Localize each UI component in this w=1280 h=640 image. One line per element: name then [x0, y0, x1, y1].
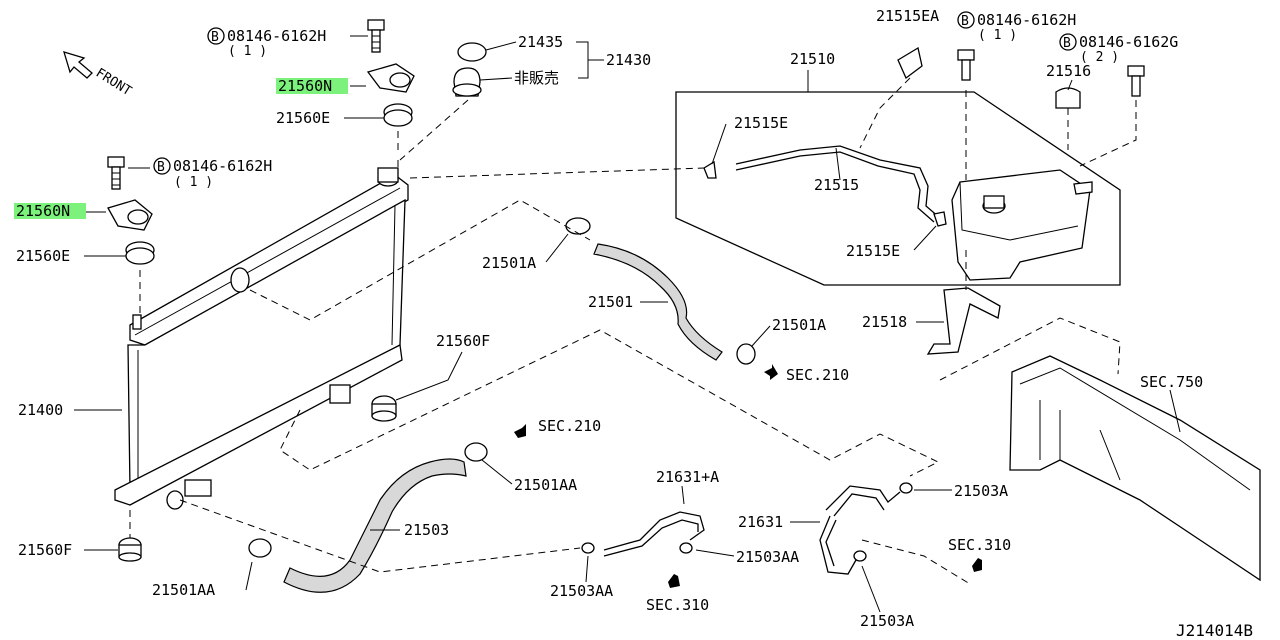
label-21430[interactable]: 21430	[606, 51, 651, 69]
clamp-21501AA-mid	[464, 442, 488, 462]
label-bolt-a-qty: ( 1 )	[228, 44, 267, 59]
label-bolt-d: 08146-6162G	[1079, 33, 1178, 51]
label-21510[interactable]: 21510	[790, 50, 835, 68]
radiator-cap-21430	[452, 67, 482, 97]
grommet-21560E-top	[383, 103, 413, 127]
svg-text:B: B	[157, 160, 165, 175]
label-21501A-right[interactable]: 21501A	[772, 316, 826, 334]
label-sec210-top[interactable]: SEC.210	[786, 366, 849, 384]
label-21400[interactable]: 21400	[18, 401, 63, 419]
sec-arrow-icon	[668, 574, 680, 588]
front-label: FRONT	[93, 66, 134, 100]
label-bolt-b: 08146-6162H	[173, 157, 272, 175]
clamp-21501A-top	[565, 217, 591, 235]
bolt-b-circle-icon: B	[207, 27, 225, 45]
label-sec310-bot[interactable]: SEC.310	[646, 596, 709, 614]
label-bolt-b-qty: ( 1 )	[174, 175, 213, 190]
label-21560F-left[interactable]: 21560F	[18, 541, 72, 559]
label-sec210-mid[interactable]: SEC.210	[538, 417, 601, 435]
clamp-21501A-right	[736, 343, 756, 365]
label-21515[interactable]: 21515	[814, 176, 859, 194]
svg-text:B: B	[961, 14, 969, 29]
clamp-21560N-left	[107, 199, 153, 231]
label-sec750[interactable]: SEC.750	[1140, 373, 1203, 391]
clamp-21501AA-bot	[248, 538, 272, 558]
label-21516[interactable]: 21516	[1046, 62, 1091, 80]
diagram-id: J214014B	[1176, 621, 1253, 640]
clamp-21560N-top	[366, 63, 415, 93]
bolt-icon	[367, 19, 385, 53]
bolt-icon	[107, 156, 125, 190]
label-21501A-top[interactable]: 21501A	[482, 254, 536, 272]
label-21503AA-right[interactable]: 21503AA	[736, 548, 799, 566]
label-21501AA-mid[interactable]: 21501AA	[514, 476, 577, 494]
label-21631A[interactable]: 21631+A	[656, 468, 719, 486]
label-21503[interactable]: 21503	[404, 521, 449, 539]
label-21501AA-bot[interactable]: 21501AA	[152, 581, 215, 599]
svg-text:B: B	[211, 30, 219, 45]
label-21560E-top[interactable]: 21560E	[276, 109, 330, 127]
bolt-b-circle-icon: B	[957, 11, 975, 29]
label-21435[interactable]: 21435	[518, 33, 563, 51]
front-arrow-icon	[63, 51, 93, 79]
label-sec310-right[interactable]: SEC.310	[948, 536, 1011, 554]
label-21560N-left[interactable]: 21560N	[16, 202, 70, 220]
grommet-21560E-left	[125, 241, 155, 265]
label-21503A-bot[interactable]: 21503A	[860, 612, 914, 630]
label-21560N-top[interactable]: 21560N	[278, 77, 332, 95]
reservoir-tank	[951, 169, 1093, 281]
mount-21560F-left	[118, 537, 142, 562]
label-21501[interactable]: 21501	[588, 293, 633, 311]
sec-arrow-icon	[972, 558, 982, 572]
label-21518[interactable]: 21518	[862, 313, 907, 331]
bolt-icon	[957, 49, 975, 81]
label-bolt-c: 08146-6162H	[977, 11, 1076, 29]
label-21503AA-bot[interactable]: 21503AA	[550, 582, 613, 600]
highlight-21560N-left	[14, 203, 86, 219]
highlight-21560N-top	[276, 78, 348, 94]
bolt-b-circle-icon: B	[1059, 33, 1077, 51]
sec-arrow-icon	[514, 424, 526, 438]
label-bolt-d-qty: ( 2 )	[1080, 50, 1119, 65]
sec-arrow-icon	[764, 364, 778, 380]
radiator	[114, 167, 409, 510]
cap-21435	[457, 42, 487, 62]
label-21515E-top[interactable]: 21515E	[734, 114, 788, 132]
bolt-icon	[1127, 65, 1145, 97]
mount-21560F-right	[371, 395, 397, 422]
bolt-b-circle-icon: B	[153, 157, 171, 175]
bracket-21518	[926, 287, 1001, 355]
label-bolt-a: 08146-6162H	[227, 27, 326, 45]
label-21515E-bot[interactable]: 21515E	[846, 242, 900, 260]
label-21515EA[interactable]: 21515EA	[876, 7, 939, 25]
label-not-sold: 非販売	[514, 69, 559, 87]
label-21560F-right[interactable]: 21560F	[436, 332, 490, 350]
label-21631[interactable]: 21631	[738, 513, 783, 531]
body-frame-sec750	[1009, 355, 1261, 582]
label-21503A-right[interactable]: 21503A	[954, 482, 1008, 500]
label-21560E-left[interactable]: 21560E	[16, 247, 70, 265]
label-bolt-c-qty: ( 1 )	[978, 28, 1017, 43]
svg-text:B: B	[1063, 36, 1071, 51]
